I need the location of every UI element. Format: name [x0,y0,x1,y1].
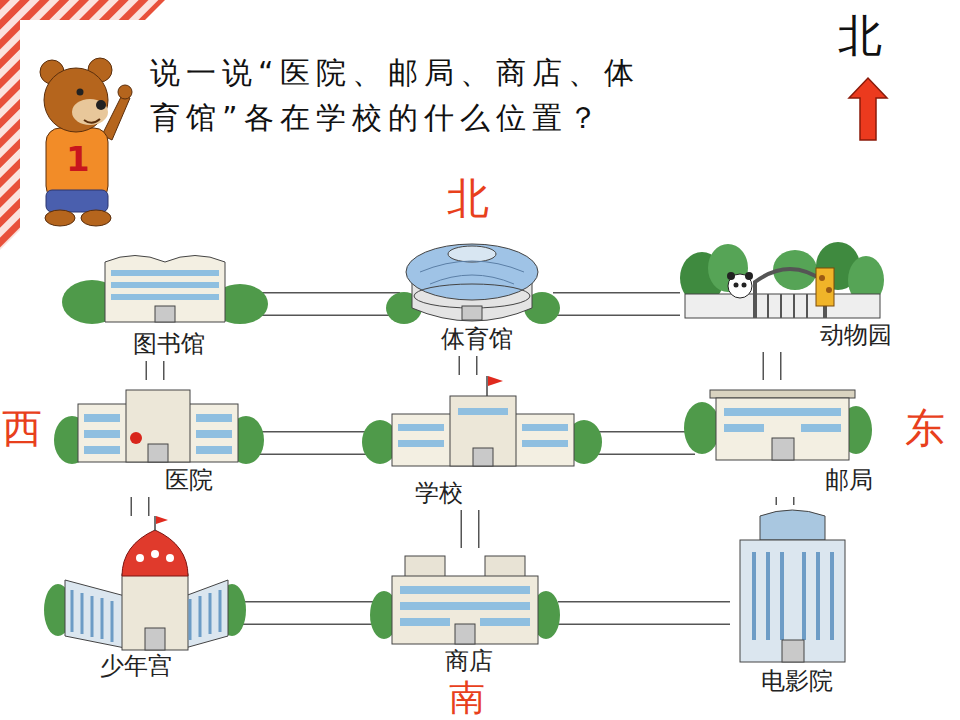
road-connector [155,361,156,380]
shirt-number: 1 [66,142,90,176]
road-connector [785,497,786,505]
direction-label: 西 [2,408,42,448]
zoo-gate [680,242,884,318]
library-building [62,256,268,325]
road-connector [470,510,471,548]
road-connector [772,352,773,380]
building-label: 电影院 [730,667,863,695]
bear-mascot [40,58,132,226]
post-office-building [684,390,872,460]
building-node: 少年宫 [55,516,235,683]
direction-label: 东 [905,408,945,448]
road-connector [250,443,380,444]
building-label: 图书馆 [95,330,243,358]
youth-palace-building [44,516,246,650]
building-label: 体育馆 [400,325,553,353]
building-label: 商店 [380,647,558,675]
building-label: 少年宫 [100,652,172,680]
building-label: 动物园 [820,321,892,349]
road-connector [553,304,680,305]
title-question: 说一说“医院、邮局、商店、体育馆”各在学校的什么位置？ [150,50,650,140]
hospital-building [54,390,264,464]
building-node: 电影院 [730,505,863,705]
building-node: 学校 [380,375,585,510]
road-connector [468,356,469,375]
shop-building [370,556,560,644]
building-node: 商店 [380,548,558,678]
building-label: 邮局 [825,466,873,494]
building-node: 体育馆 [400,232,553,356]
building-node: 图书馆 [95,240,243,361]
building-node: 动物园 [680,245,900,352]
gym-building [386,244,560,324]
building-node: 邮局 [695,380,890,497]
road-connector [558,613,730,614]
cinema-building [740,510,845,662]
building-label: 学校 [415,479,463,507]
road-connector [235,613,380,614]
north-arrow [849,78,887,140]
building-node: 医院 [65,380,250,497]
road-connector [140,497,141,516]
corner-stripes [0,0,165,250]
direction-label: 南 [449,680,485,716]
direction-label: 北 [838,14,882,58]
school-building [362,376,602,466]
building-label: 医院 [165,466,213,494]
direction-label: 北 [447,178,489,220]
